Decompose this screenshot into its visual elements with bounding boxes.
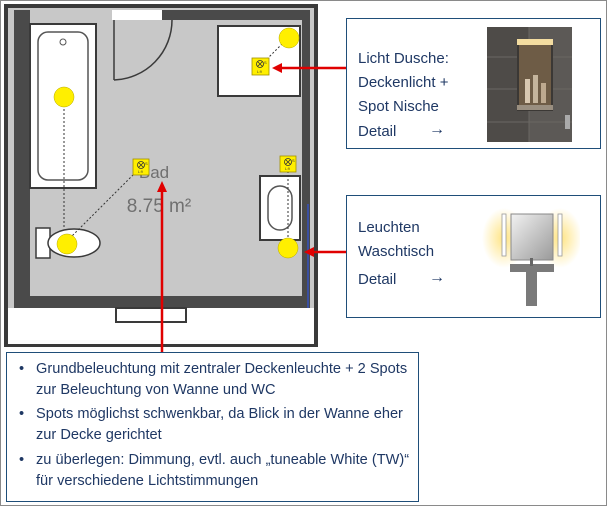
- callout-sink-text: Leuchten Waschtisch: [358, 216, 434, 264]
- lighting-notes: Grundbeleuchtung mit zentraler Deckenleu…: [6, 352, 419, 502]
- callout-sink-line-2: Waschtisch: [358, 243, 435, 260]
- sink-detail-link[interactable]: Detail: [358, 271, 397, 288]
- spot-lamp-sink: [277, 237, 299, 259]
- svg-text:L:9: L:9: [257, 70, 262, 74]
- door-swing-arc: [113, 19, 173, 81]
- shower-detail-arrow-icon[interactable]: →: [429, 121, 445, 138]
- spot-lamp-wc: [56, 233, 78, 255]
- note-item: Grundbeleuchtung mit zentraler Deckenleu…: [19, 359, 418, 400]
- callout-sink: Leuchten Waschtisch Detail →: [346, 195, 601, 318]
- callout-shower-line-3: Spot Nische: [358, 98, 439, 115]
- ceiling-light-symbol-center: S L:9: [132, 158, 150, 176]
- svg-text:L:9: L:9: [138, 170, 143, 174]
- callout-sink-line-1: Leuchten: [358, 219, 420, 236]
- note-item: Spots möglichst schwenkbar, da Blick in …: [19, 404, 418, 445]
- svg-text:S: S: [264, 60, 267, 65]
- spot-lamp-shower: [278, 27, 300, 49]
- svg-text:L:9: L:9: [285, 167, 290, 171]
- svg-text:S: S: [292, 158, 295, 163]
- vanity-mirror-lights-illustration: [482, 208, 580, 306]
- shower-niche-photo: [487, 27, 572, 142]
- callout-shower-text: Licht Dusche: Deckenlicht + Spot Nische: [358, 47, 449, 119]
- svg-text:S: S: [145, 161, 148, 166]
- callout-shower-line-2: Deckenlicht +: [358, 74, 449, 91]
- shower-detail-link[interactable]: Detail: [358, 123, 397, 140]
- spot-lamp-bathtub: [53, 86, 75, 108]
- right-wall: [302, 10, 310, 308]
- callout-shower: Licht Dusche: Deckenlicht + Spot Nische …: [346, 18, 601, 149]
- notes-list: Grundbeleuchtung mit zentraler Deckenleu…: [7, 353, 418, 491]
- bottom-wall: [14, 296, 306, 308]
- top-wall: [114, 10, 310, 20]
- sink-detail-arrow-icon[interactable]: →: [429, 269, 445, 286]
- room-area: 8.75 m²: [127, 196, 191, 217]
- left-wall: [14, 10, 30, 300]
- note-item: zu überlegen: Dimmung, evtl. auch „tunea…: [19, 450, 418, 491]
- callout-shower-line-1: Licht Dusche:: [358, 50, 449, 67]
- ceiling-light-symbol-sink: S L:9: [279, 155, 297, 173]
- ceiling-light-symbol-shower: S L:9: [251, 57, 270, 76]
